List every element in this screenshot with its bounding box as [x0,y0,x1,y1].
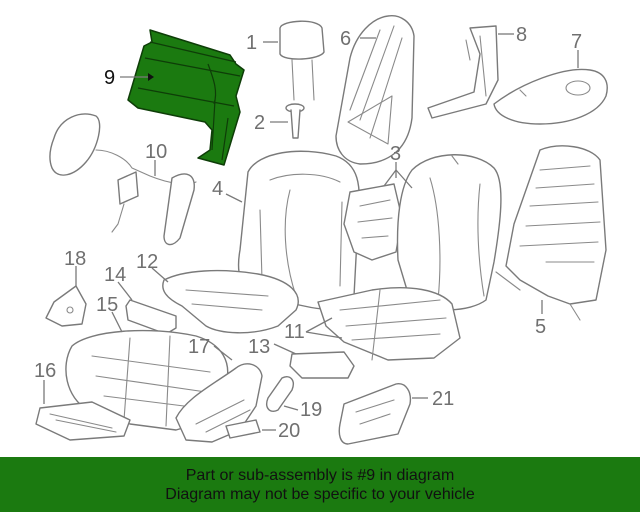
part-20-switch-cover[interactable] [225,419,261,439]
part-5-backrest-frame[interactable] [495,145,607,321]
part-19-adjust-knob[interactable] [266,376,294,412]
callout-17: 17 [188,336,210,358]
callout-1: 1 [246,32,257,54]
part-12-seat-cushion[interactable] [162,269,299,334]
parts-diagram: 9 1 2 6 8 7 [34,15,608,445]
part-1-headrest[interactable] [279,20,325,101]
callout-18: 18 [64,248,86,270]
part-14-cushion-pad[interactable] [125,299,177,335]
part-10-wiring-harness[interactable] [95,149,197,246]
banner-line-1: Part or sub-assembly is #9 in diagram [185,466,455,484]
part-side-cushion[interactable] [49,113,101,176]
callout-6: 6 [340,28,351,50]
callout-2: 2 [254,112,265,134]
part-16-rail-cover[interactable] [35,401,131,441]
callout-19: 19 [300,399,322,421]
info-banner: Part or sub-assembly is #9 in diagram Di… [0,457,640,512]
callout-9: 9 [104,67,115,89]
callout-15: 15 [96,294,118,316]
part-8-side-bracket[interactable] [427,25,499,119]
callout-16: 16 [34,360,56,382]
part-7-trim-cover[interactable] [493,68,608,125]
part-2-headrest-guide[interactable] [285,103,305,139]
callout-21: 21 [432,388,454,410]
callout-14: 14 [104,264,126,286]
part-9-backrest-panel[interactable] [127,29,245,166]
callout-20: 20 [278,420,300,442]
part-18-mount-bracket[interactable] [45,285,87,327]
callout-5: 5 [535,316,546,338]
callout-11: 11 [284,321,305,343]
part-21-seat-switch[interactable] [338,383,412,445]
callout-8: 8 [516,24,527,46]
callout-7: 7 [571,31,582,53]
part-11-seat-pan[interactable] [317,287,461,361]
callout-3: 3 [390,143,401,165]
callout-10: 10 [145,141,167,163]
part-13-side-trim[interactable] [289,351,355,379]
leader-9-arrow [148,73,154,81]
callout-12: 12 [136,251,158,273]
callout-13: 13 [248,336,270,358]
callout-4: 4 [212,178,223,200]
banner-line-2: Diagram may not be specific to your vehi… [165,485,475,503]
part-3-backrest-foam[interactable] [343,154,502,311]
part-6-back-panel[interactable] [335,15,415,165]
